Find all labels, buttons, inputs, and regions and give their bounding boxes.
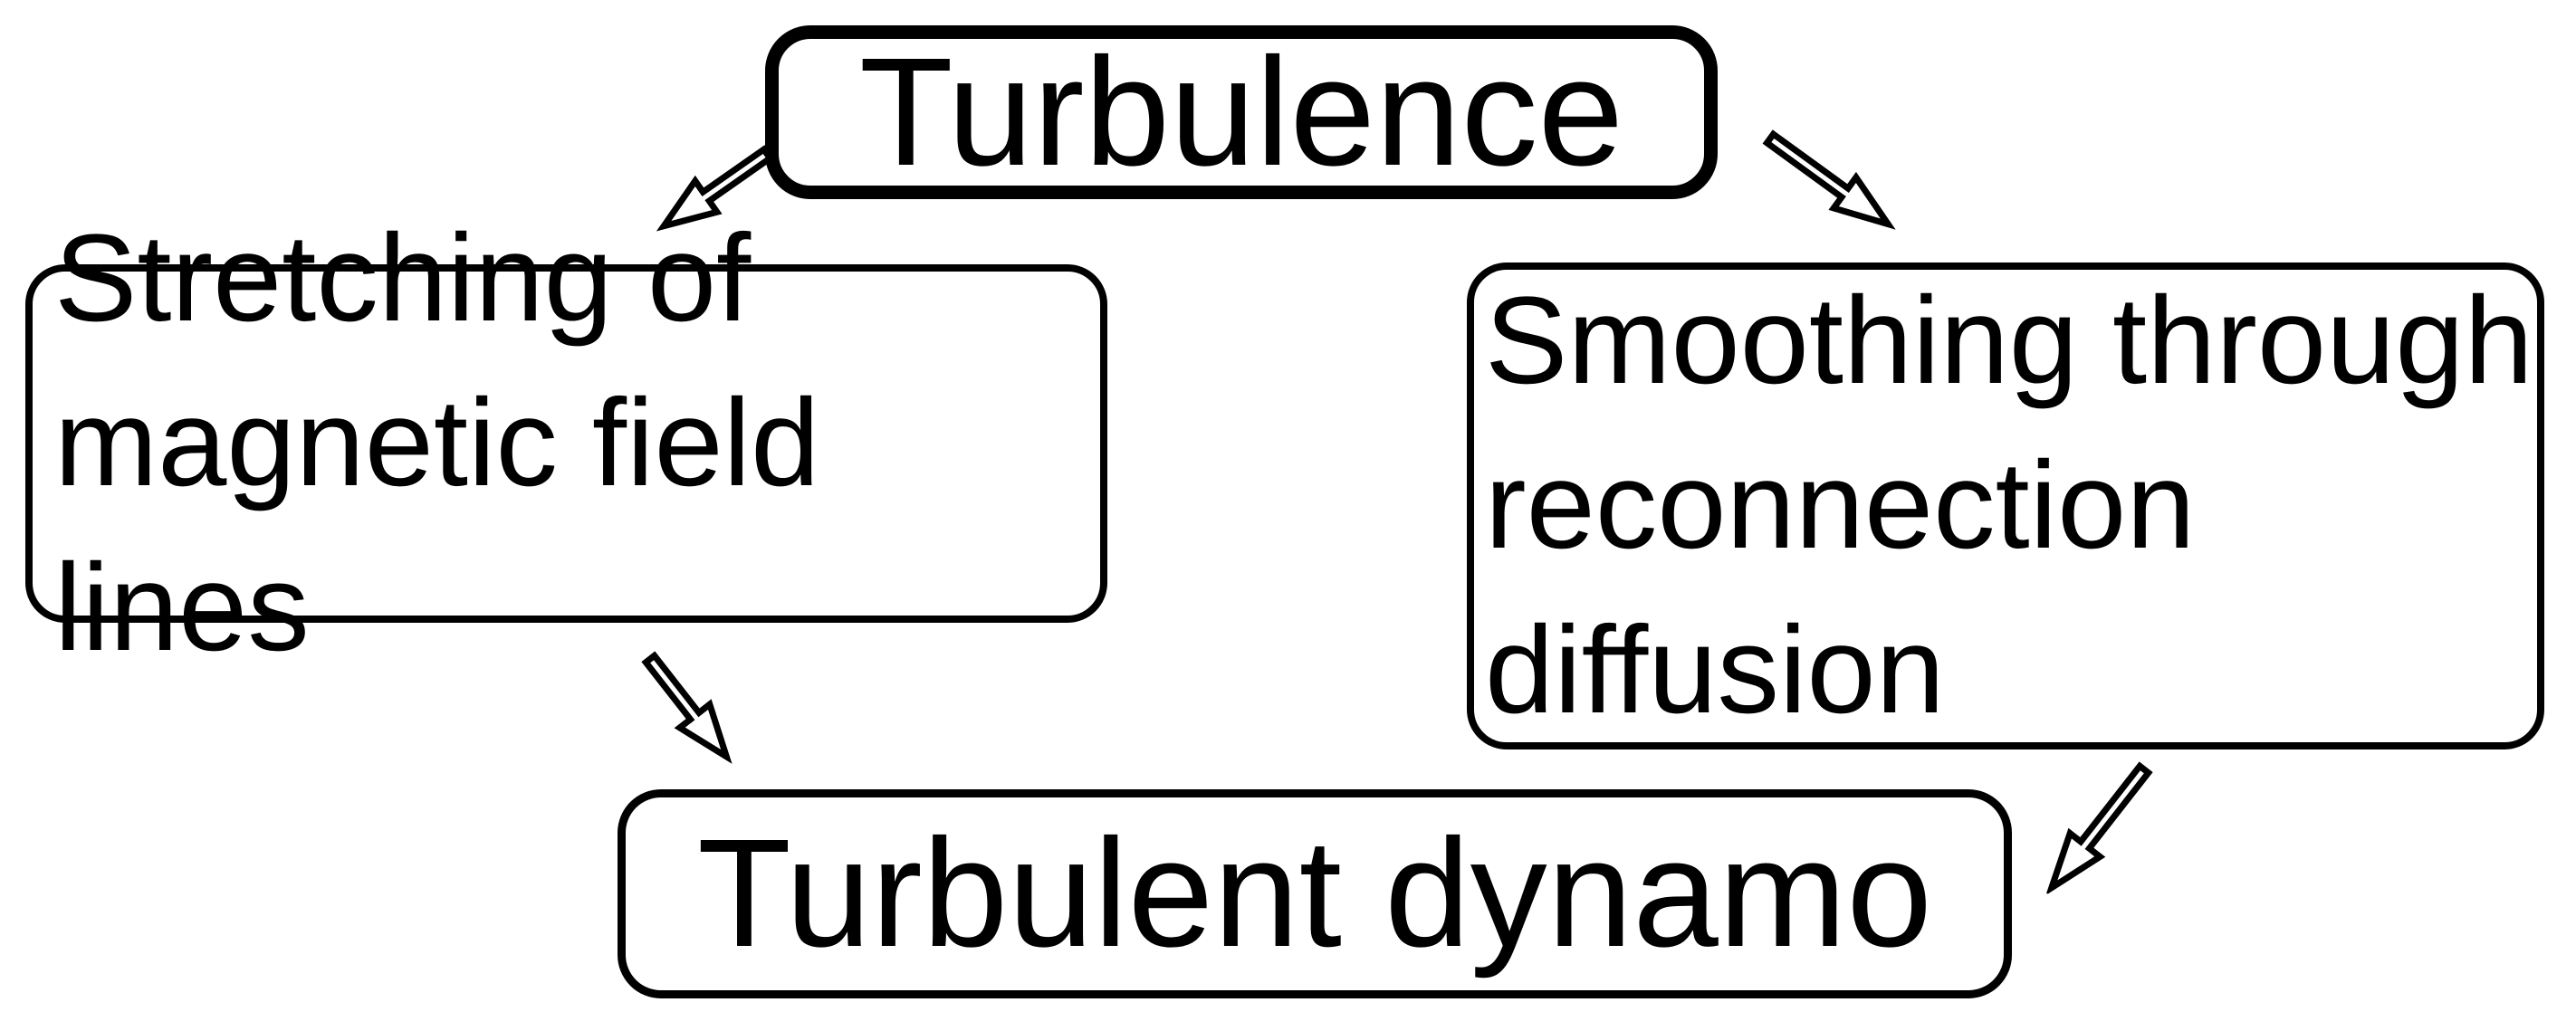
node-stretching-of-magnetic-field-lines: Stretching of magnetic field lines [25, 209, 1107, 677]
node-smoothing-label: Smoothing through reconnection diffusion [1485, 271, 2533, 740]
node-dynamo-label: Turbulent dynamo [697, 807, 1932, 980]
node-turbulent-dynamo: Turbulent dynamo [618, 789, 2012, 998]
node-turbulence-label: Turbulence [858, 25, 1624, 198]
node-turbulence: Turbulence [765, 25, 1718, 199]
arrow-down-right-icon-stretching-to-dynamo [641, 651, 733, 764]
node-stretching-label: Stretching of magnetic field lines [54, 208, 820, 678]
node-smoothing-through-reconnection-diffusion: Smoothing through reconnection diffusion [1467, 263, 2544, 749]
arrow-down-left-icon-smoothing-to-dynamo [2045, 761, 2153, 896]
arrow-down-left-icon-turbulence-to-stretching [656, 145, 775, 232]
arrow-down-right-icon-turbulence-to-smoothing [1762, 129, 1896, 230]
